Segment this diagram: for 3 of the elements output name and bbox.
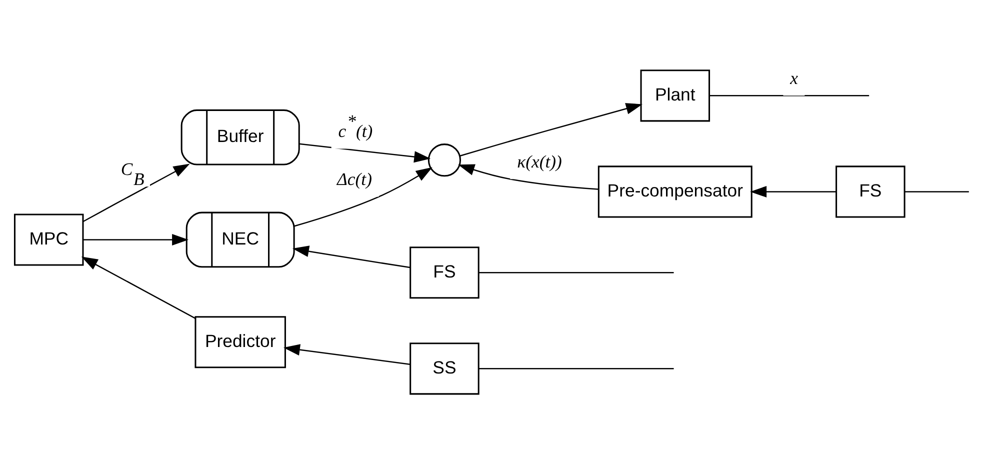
edge-label: x: [790, 67, 798, 88]
edge-label: κ(x(t)): [516, 150, 562, 171]
edge-label: Δc(t): [336, 168, 372, 189]
